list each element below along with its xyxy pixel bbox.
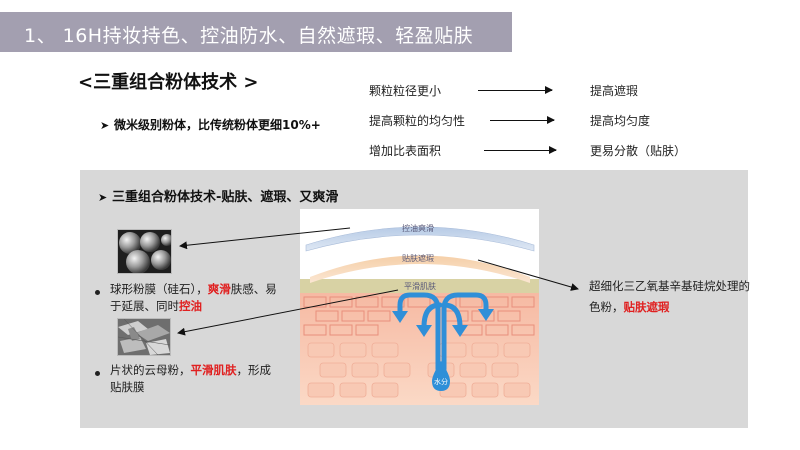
skin-layer-diagram: 平滑肌肤 贴肤遮瑕 控油爽滑 水分 [300,209,539,405]
arrow-head-icon [452,325,468,337]
bullet-arrow-icon: ➤ [98,191,108,204]
pigment-description: 超细化三乙氧基辛基硅烷处理的色粉，贴肤遮瑕 [589,276,759,318]
note-text: 超细化三乙氧基辛基硅烷处理的色粉， [589,279,750,314]
bullet-dot [95,290,100,295]
comparison-right-1: 提高遮瑕 [590,84,639,98]
note-highlight: 贴肤遮瑕 [623,300,670,314]
spherical-powder-description: 球形粉膜（硅石），爽滑肤感、易于延展、同时控油 [110,281,282,315]
diagram-label-smooth: 平滑肌肤 [404,281,436,291]
comparison-left-2: 提高颗粒的均匀性 [369,114,466,128]
title-bar [0,12,512,52]
diagram-label-oil: 控油爽滑 [402,223,434,233]
slide-title: 1、 16H持妆持色、控油防水、自然遮瑕、轻盈贴肤 [24,25,474,47]
bullet2-text-b: ，形成贴肤膜 [110,363,271,394]
sub-bullet-text: 微米级别粉体，比传统粉体更细10%+ [114,118,321,132]
bullet1-highlight-a: 爽滑 [207,282,231,296]
comparison-right-3: 更易分散（贴肤） [590,144,687,158]
diagram-label-conceal: 贴肤遮瑕 [402,253,434,263]
sub-bullet: ➤ 微米级别粉体，比传统粉体更细10%+ [100,116,321,133]
moisture-flow-arrows [397,292,489,372]
arrow-head-icon [478,309,494,321]
panel-heading: ➤ 三重组合粉体技术-贴肤、遮瑕、又爽滑 [98,186,338,205]
comparison-arrow-1 [478,86,553,94]
oil-control-layer [305,226,535,252]
comparison-left-1: 颗粒粒径更小 [369,84,442,98]
comparison-left-3: 增加比表面积 [369,144,442,158]
comparison-right-2: 提高均匀度 [590,114,651,128]
bullet-dot [95,371,100,376]
section-heading: <三重组合粉体技术 > [78,72,259,93]
concealer-layer [310,255,530,283]
spherical-powder-micrograph [117,229,172,274]
bullet2-text-a: 片状的云母粉， [110,363,191,377]
bullet1-highlight-b: 控油 [179,299,202,313]
mica-powder-micrograph [117,318,171,356]
bullet1-text-a: 球形粉膜（硅石）， [110,282,208,296]
comparison-arrow-3 [484,146,557,154]
diagram-label-water: 水分 [434,377,448,386]
arrow-head-icon [416,325,432,337]
bullet2-highlight: 平滑肌肤 [190,363,237,377]
water-drop-icon [432,361,450,391]
bullet-arrow-icon: ➤ [100,119,110,132]
panel-heading-text: 三重组合粉体技术-贴肤、遮瑕、又爽滑 [112,190,339,205]
mica-powder-description: 片状的云母粉，平滑肌肤，形成贴肤膜 [110,362,282,396]
comparison-arrow-2 [490,116,555,124]
